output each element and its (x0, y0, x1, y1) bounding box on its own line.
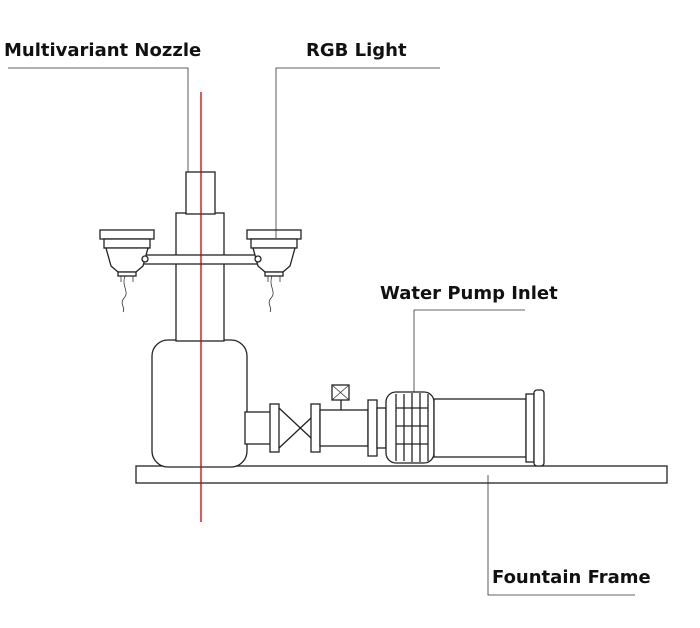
pump-body (151, 339, 248, 468)
motor-body (433, 398, 527, 458)
leader-nozzle (8, 67, 189, 172)
label-water-pump-inlet: Water Pump Inlet (380, 283, 558, 304)
mounting-bar (141, 254, 271, 265)
leader-frame (487, 475, 635, 596)
leader-light (275, 67, 440, 238)
fountain-frame (135, 465, 668, 484)
label-fountain-frame: Fountain Frame (492, 567, 651, 588)
rgb-light-left (99, 229, 155, 313)
rgb-light-right (246, 229, 302, 313)
label-multivariant-nozzle: Multivariant Nozzle (4, 40, 202, 61)
reducer (278, 407, 312, 449)
leader-pump-inlet (413, 309, 525, 392)
riser-pipe (175, 212, 225, 342)
label-rgb-light: RGB Light (306, 40, 407, 61)
outlet-flange (244, 411, 272, 445)
pump-inlet-screen (385, 391, 435, 464)
valve-body (319, 409, 369, 447)
